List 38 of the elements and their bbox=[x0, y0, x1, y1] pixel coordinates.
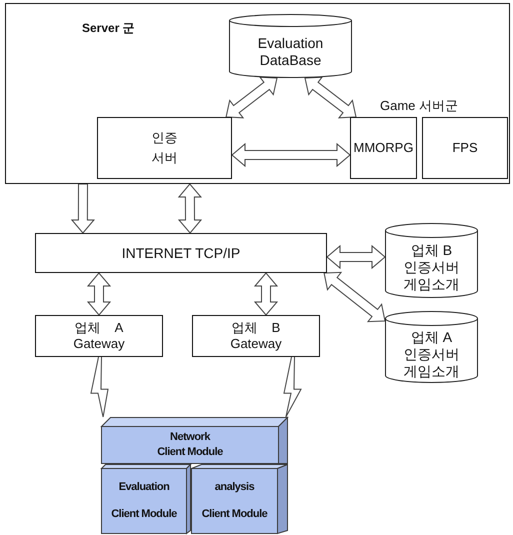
database-cylinder bbox=[385, 311, 478, 383]
database-cylinder bbox=[385, 223, 478, 298]
module-block bbox=[101, 417, 288, 464]
server-group-box bbox=[5, 3, 510, 184]
block-arrow bbox=[324, 272, 386, 322]
module-block bbox=[191, 464, 288, 534]
block-arrow bbox=[225, 76, 278, 118]
block-arrow bbox=[178, 183, 202, 234]
server-label: FPS bbox=[452, 140, 478, 156]
block-arrow bbox=[231, 142, 351, 168]
database-cylinder bbox=[229, 14, 352, 78]
server-box bbox=[350, 117, 417, 179]
block-arrow bbox=[304, 76, 357, 118]
block-arrow bbox=[254, 272, 278, 316]
lightning-connector bbox=[283, 356, 302, 418]
block-arrow bbox=[70, 184, 95, 234]
gateway-box bbox=[35, 315, 163, 357]
module-label: Evaluation Client Module bbox=[110, 480, 178, 522]
server-box bbox=[97, 117, 232, 179]
database-label: Evaluation DataBase bbox=[256, 35, 324, 69]
module-label: Network Client Module bbox=[156, 430, 224, 460]
network-box bbox=[35, 233, 327, 273]
block-arrow bbox=[326, 244, 386, 270]
group-title: Server 군 bbox=[82, 21, 135, 35]
database-label: 업체 A 인증서버 게임소개 bbox=[402, 328, 460, 380]
gateway-label: 업체 A Gateway bbox=[72, 320, 126, 352]
server-box bbox=[422, 117, 508, 179]
server-label: 인증 서버 bbox=[150, 129, 178, 167]
module-block bbox=[101, 464, 191, 534]
block-arrow bbox=[86, 272, 112, 316]
group-heading: Game 서버군 bbox=[380, 98, 458, 113]
lightning-connector bbox=[90, 356, 109, 418]
server-label: MMORPG bbox=[354, 140, 414, 156]
gateway-box bbox=[192, 315, 320, 357]
database-label: 업체 B 인증서버 게임소개 bbox=[402, 242, 460, 293]
gateway-label: 업체 B Gateway bbox=[229, 320, 283, 352]
network-label: INTERNET TCP/IP bbox=[122, 244, 240, 262]
module-label: analysis Client Module bbox=[200, 480, 268, 522]
